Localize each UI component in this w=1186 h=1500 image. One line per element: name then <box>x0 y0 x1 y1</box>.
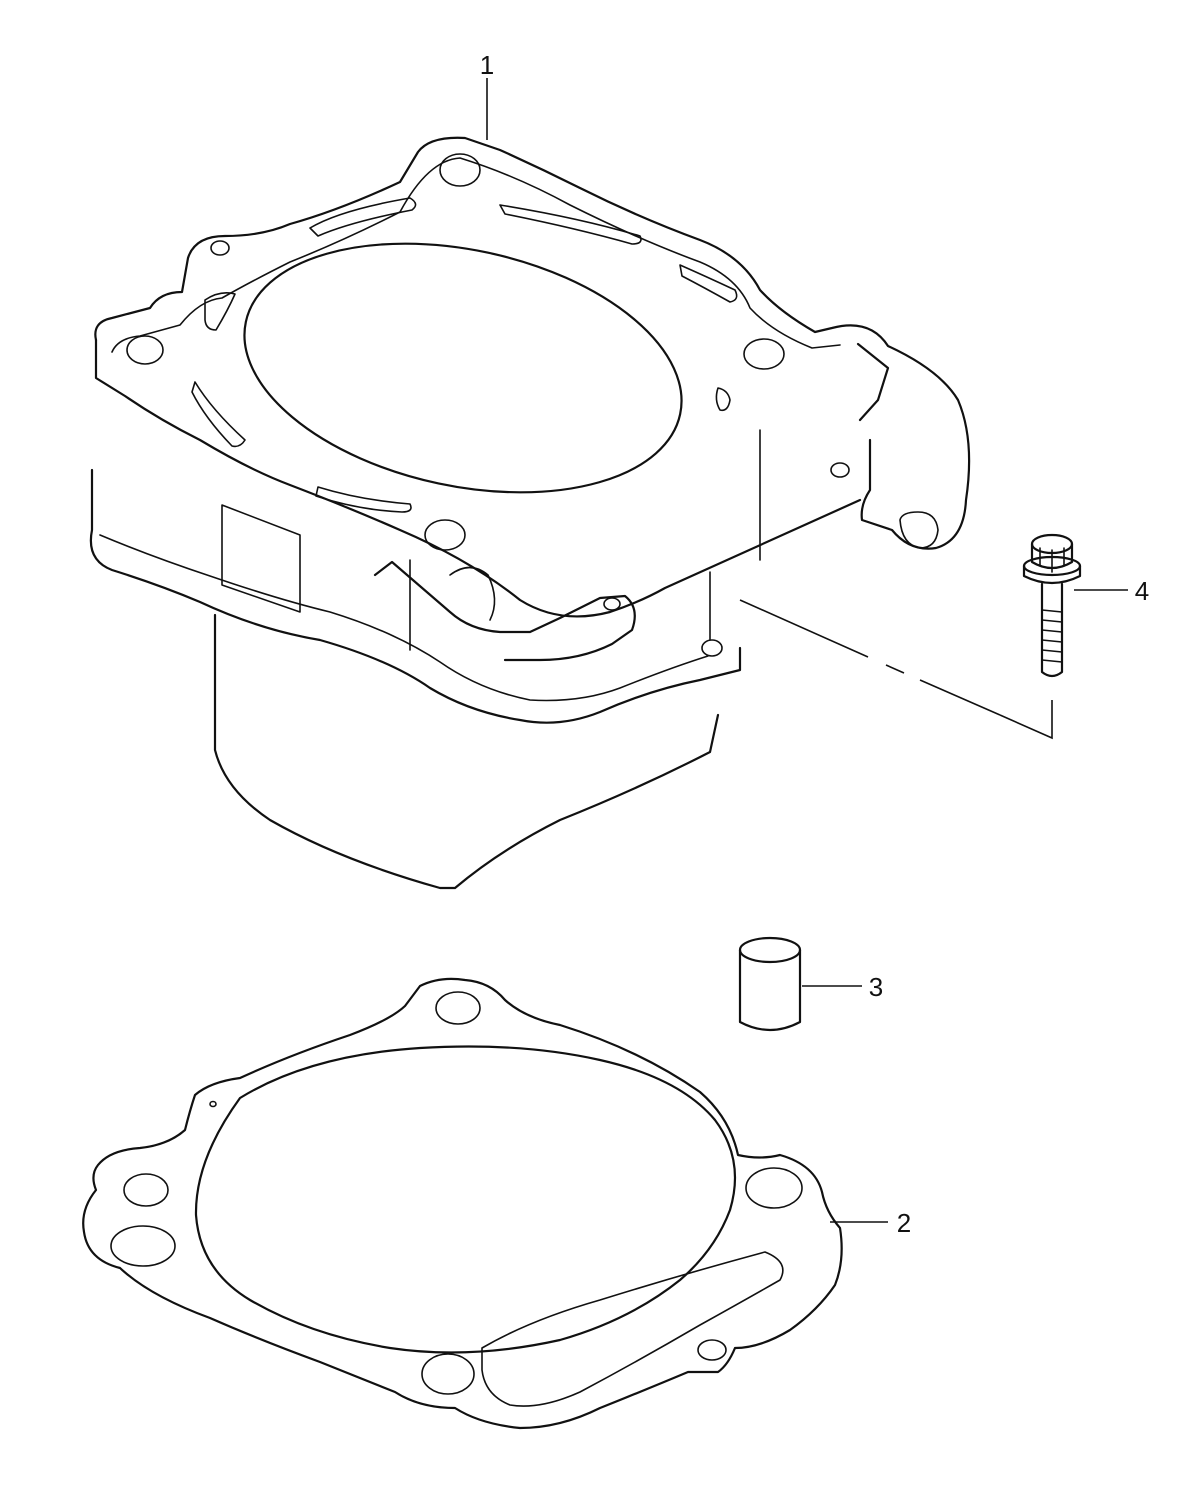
callout-labels: 1 2 3 4 <box>480 50 1149 1238</box>
callout-2: 2 <box>897 1208 911 1238</box>
callout-1: 1 <box>480 50 494 80</box>
cylinder-part[interactable] <box>89 136 971 890</box>
leader-lines <box>486 78 1128 1223</box>
bolt-part[interactable] <box>1022 533 1082 678</box>
install-line-4 <box>999 700 1053 740</box>
install-line-4b <box>739 599 1001 716</box>
gasket-part[interactable] <box>82 977 843 1430</box>
callout-3: 3 <box>869 972 883 1002</box>
callout-4: 4 <box>1135 576 1149 606</box>
dowel-pin-part[interactable] <box>738 936 802 1032</box>
